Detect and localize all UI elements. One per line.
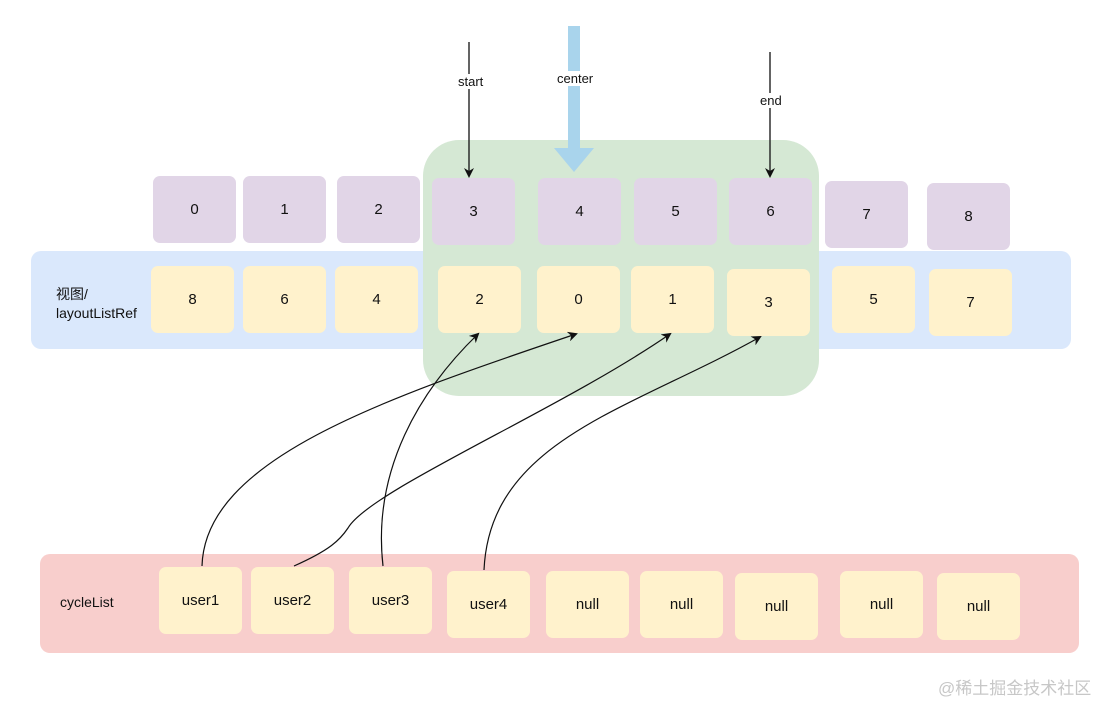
layout-box: 5 — [832, 266, 915, 333]
end-label: end — [758, 93, 784, 108]
index-box: 0 — [153, 176, 236, 243]
cycle-box: user1 — [159, 567, 242, 634]
layout-box: 1 — [631, 266, 714, 333]
cycle-box: user4 — [447, 571, 530, 638]
layout-box: 2 — [438, 266, 521, 333]
index-box: 2 — [337, 176, 420, 243]
start-label: start — [456, 74, 486, 89]
cycle-box: null — [640, 571, 723, 638]
layout-box: 6 — [243, 266, 326, 333]
cycle-box: user3 — [349, 567, 432, 634]
layout-box: 7 — [929, 269, 1012, 336]
center-arrow — [554, 26, 594, 172]
layout-box: 8 — [151, 266, 234, 333]
cycle-box: null — [546, 571, 629, 638]
index-box: 3 — [432, 178, 515, 245]
cycle-box: null — [735, 573, 818, 640]
mapping-arrow-user3 — [380, 332, 480, 567]
layout-box: 0 — [537, 266, 620, 333]
layout-box: 4 — [335, 266, 418, 333]
mapping-arrow-user1 — [201, 331, 578, 567]
cycle-box: null — [937, 573, 1020, 640]
index-box: 6 — [729, 178, 812, 245]
cycle-box: user2 — [251, 567, 334, 634]
cycle-list-label: cycleList — [60, 594, 114, 610]
mapping-arrow-user4 — [483, 336, 762, 571]
index-box: 1 — [243, 176, 326, 243]
view-label: 视图/ layoutListRef — [56, 285, 152, 323]
index-box: 5 — [634, 178, 717, 245]
index-box: 4 — [538, 178, 621, 245]
center-label: center — [555, 71, 596, 86]
view-label-line2: layoutListRef — [56, 305, 137, 321]
view-label-line1: 视图/ — [56, 286, 88, 302]
index-box: 7 — [825, 181, 908, 248]
index-box: 8 — [927, 183, 1010, 250]
layout-box: 3 — [727, 269, 810, 336]
mapping-arrow-user2 — [293, 332, 672, 567]
watermark: @稀土掘金技术社区 — [938, 679, 1092, 698]
cycle-box: null — [840, 571, 923, 638]
